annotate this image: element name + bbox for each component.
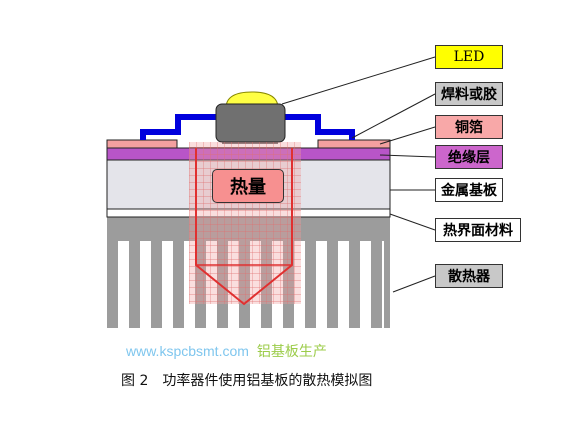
label-thermal-interface: 热界面材料 [435,218,521,242]
figure-number: 图 2 [121,373,149,389]
led-package [215,103,286,143]
label-insulation-layer: 绝缘层 [435,145,503,169]
figure-caption: 图 2 功率器件使用铝基板的散热模拟图 [121,370,372,390]
heat-label: 热量 [212,169,284,203]
lead-frame-left [140,114,222,140]
label-solder-or-glue: 焊料或胶 [435,82,503,106]
watermark: www.kspcbsmt.com 铝基板生产 [126,341,327,361]
label-heat-sink: 散热器 [435,264,503,288]
figure-title: 功率器件使用铝基板的散热模拟图 [162,373,373,389]
callout-lines [281,56,436,293]
watermark-url: www.kspcbsmt.com [126,343,249,359]
heat-arrow [195,148,293,306]
label-copper-foil: 铜箔 [435,115,503,139]
watermark-text: 铝基板生产 [256,344,327,360]
lead-frame-right [278,114,355,140]
label-metal-base: 金属基板 [435,178,503,202]
heat-flow-zone [189,142,301,304]
copper-pad-right [317,139,391,149]
label-led: LED [435,45,503,69]
copper-pad-left [106,139,178,149]
